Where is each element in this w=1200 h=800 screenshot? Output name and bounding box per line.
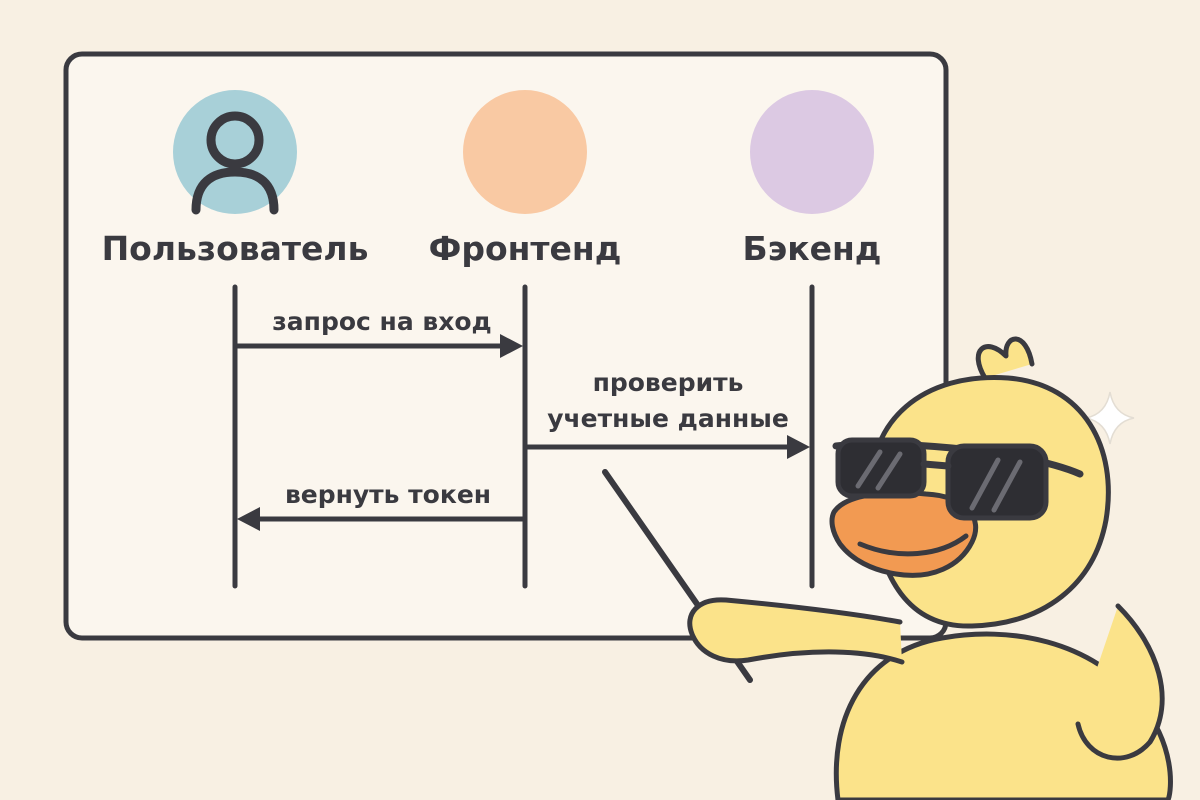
actor-backend-circle [750, 90, 874, 214]
arrowhead-right-icon [500, 334, 523, 358]
message-verify-credentials-label-line1: проверить [593, 368, 744, 397]
actor-user-label: Пользователь [102, 229, 369, 268]
actor-user-circle [173, 90, 297, 214]
duck-with-sunglasses-icon [687, 336, 1173, 800]
actor-backend-label: Бэкенд [743, 229, 882, 268]
arrowhead-right-icon [787, 435, 810, 459]
message-login-request: запрос на вход [235, 307, 523, 358]
message-return-token-label: вернуть токен [285, 480, 491, 509]
message-verify-credentials: проверить учетные данные [525, 368, 810, 459]
person-icon [191, 111, 279, 215]
sparkle-icon [1085, 391, 1135, 445]
message-return-token: вернуть токен [237, 480, 525, 531]
arrowhead-left-icon [237, 507, 260, 531]
message-verify-credentials-label-line2: учетные данные [547, 404, 789, 433]
actor-frontend-circle [463, 90, 587, 214]
message-login-request-label: запрос на вход [272, 307, 491, 336]
actor-frontend-label: Фронтенд [429, 229, 622, 268]
